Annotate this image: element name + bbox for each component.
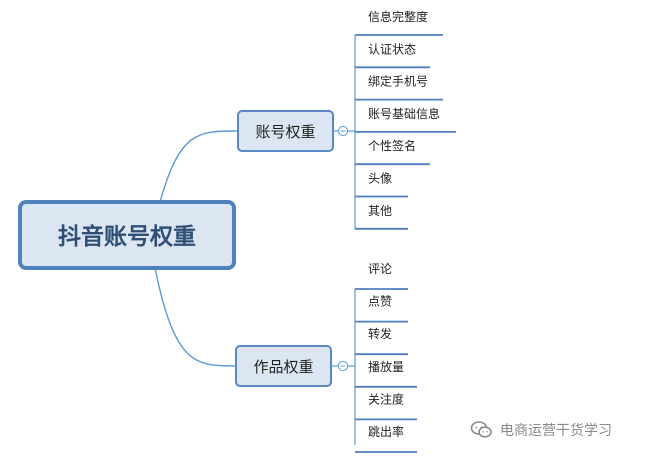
wechat-icon: [470, 421, 492, 438]
leaf-item-1-6: 头像: [355, 172, 408, 198]
leaf-item-2-2: 点赞: [355, 295, 408, 323]
leaf-item-1-3: 绑定手机号: [355, 74, 443, 101]
leaf-label: 评论: [368, 262, 392, 276]
leaf-item-2-5: 关注度: [355, 391, 417, 421]
leaf-label: 绑定手机号: [368, 74, 428, 89]
leaf-item-1-5: 个性签名: [355, 138, 430, 166]
leaf-item-1-7: 其他: [355, 204, 408, 230]
leaf-label: 转发: [368, 326, 392, 341]
leaf-item-1-2: 认证状态: [355, 42, 430, 69]
leaf-label: 账号基础信息: [368, 106, 440, 121]
leaf-label: 关注度: [368, 391, 404, 406]
root-node: 抖音账号权重: [18, 200, 236, 270]
branch-node-label: 账号权重: [255, 123, 315, 141]
leaf-label: 认证状态: [368, 42, 416, 56]
leaf-label: 信息完整度: [368, 9, 428, 24]
leaf-label: 播放量: [368, 359, 404, 374]
leaf-label: 个性签名: [368, 138, 416, 153]
watermark-label: 电商运营干货学习: [500, 423, 612, 439]
leaf-label: 跳出率: [368, 424, 404, 439]
root-to-branch-connector: [154, 267, 237, 367]
branch-node-label: 作品权重: [253, 358, 313, 376]
leaf-item-2-1: 评论: [355, 262, 408, 290]
leaf-item-1-1: 信息完整度: [355, 9, 443, 36]
root-node-label: 抖音账号权重: [58, 223, 196, 250]
root-node-box: [18, 200, 236, 270]
leaf-item-2-6: 跳出率: [355, 424, 417, 453]
leaf-item-2-3: 转发: [355, 326, 408, 356]
connectors-layer: [154, 130, 239, 367]
leaf-item-1-4: 账号基础信息: [355, 106, 456, 133]
leaf-label: 其他: [368, 204, 392, 218]
leaf-item-2-4: 播放量: [355, 359, 417, 388]
leaf-label: 头像: [368, 172, 392, 186]
leaf-label: 点赞: [368, 295, 392, 309]
root-to-branch-connector: [159, 130, 239, 203]
watermark: 电商运营干货学习: [470, 420, 612, 440]
